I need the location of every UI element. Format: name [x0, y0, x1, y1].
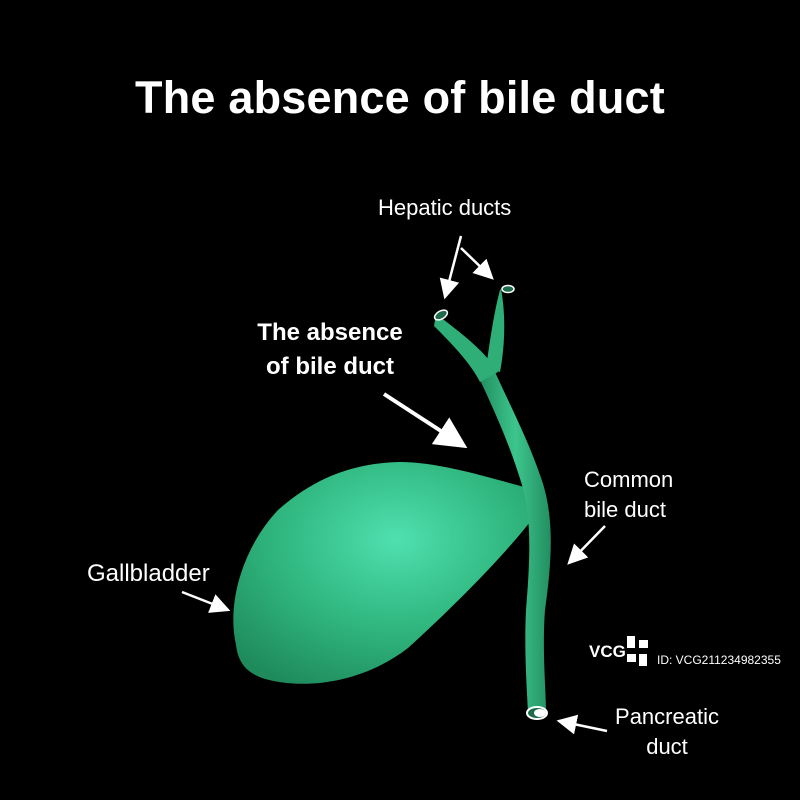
label-pancreatic-duct: Pancreatic duct: [612, 702, 722, 762]
page-title: The absence of bile duct: [135, 72, 665, 123]
left-hepatic-duct-shape: [434, 314, 498, 382]
label-pancreatic-line2: duct: [646, 734, 688, 759]
pancreatic-opening-highlight: [534, 709, 546, 717]
arrow-absence: [382, 392, 468, 449]
arrow-hepatic-right: [460, 247, 494, 280]
arrow-hepatic-left: [439, 235, 463, 300]
label-gallbladder: Gallbladder: [87, 560, 210, 587]
watermark-logo: VCG: [589, 642, 626, 661]
common-bile-duct-shape: [480, 372, 551, 712]
label-absence-line1: The absence: [257, 319, 403, 346]
watermark-mark-icon: [627, 636, 648, 666]
arrow-common-bile-duct: [567, 525, 606, 565]
watermark: VCG ID: VCG211234982355: [583, 628, 788, 676]
left-hepatic-opening: [433, 309, 449, 321]
label-pancreatic-line1: Pancreatic: [615, 704, 719, 729]
label-absence-line2: of bile duct: [266, 353, 394, 380]
label-common-bile-duct: Common bile duct: [584, 465, 673, 525]
arrow-gallbladder: [181, 590, 231, 613]
label-common-line1: Common: [584, 467, 674, 492]
label-absence-of-bile-duct: The absence of bile duct: [250, 316, 410, 384]
gallbladder-shape: [233, 462, 531, 684]
watermark-id: ID: VCG211234982355: [657, 653, 781, 667]
right-hepatic-opening: [501, 284, 515, 294]
annotation-arrows: [181, 235, 608, 735]
right-hepatic-duct-shape: [486, 289, 505, 372]
arrow-pancreatic: [556, 714, 608, 735]
label-common-line2: bile duct: [584, 497, 666, 522]
label-hepatic-ducts: Hepatic ducts: [378, 195, 512, 220]
